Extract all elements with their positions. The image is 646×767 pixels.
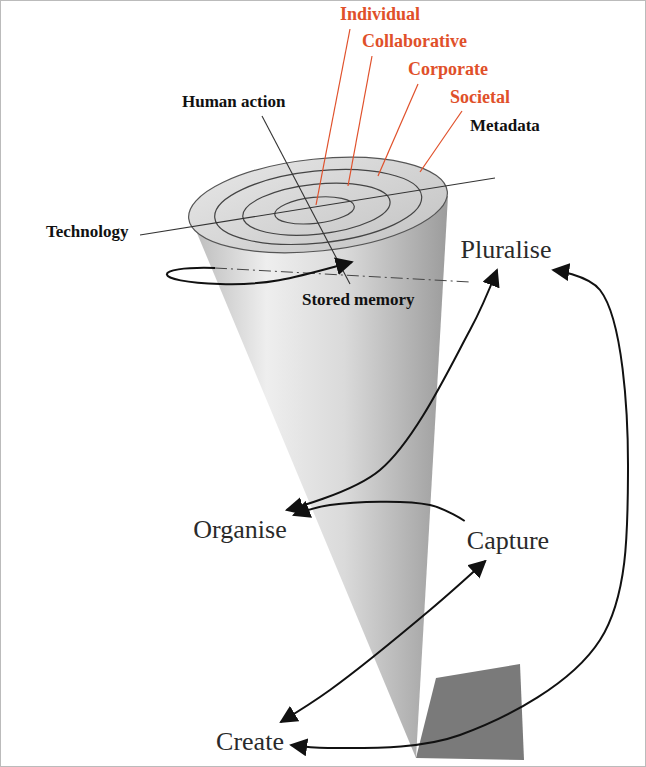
stage-label: Organise: [189, 513, 290, 547]
stage-label: Pluralise: [457, 233, 556, 267]
continuum-dimension: Corporate: [408, 59, 488, 80]
cycle-arrow: [281, 561, 486, 722]
stage-text: Organise: [193, 515, 286, 544]
axis-label: Stored memory: [302, 290, 415, 310]
stage-text: Pluralise: [461, 235, 552, 264]
axis-label: Metadata: [470, 116, 540, 136]
cycle-arrow: [287, 270, 497, 510]
continuum-dimension: Collaborative: [362, 31, 467, 52]
cycle-arrow: [291, 270, 628, 748]
cone-shadow: [416, 664, 524, 760]
axis-label: Human action: [182, 92, 285, 112]
stage-label: Capture: [463, 524, 553, 558]
cone-body: [189, 196, 448, 758]
continuum-dimension: Societal: [450, 87, 510, 108]
cone-rings: [184, 146, 452, 265]
stage-label: Create: [212, 725, 288, 759]
axis-lines: [140, 116, 495, 284]
stage-text: Create: [216, 727, 284, 756]
loop-arrow: [167, 262, 352, 284]
cycle-arrow: [294, 502, 465, 521]
axis-label: Technology: [46, 222, 129, 242]
continuum-dimension: Individual: [340, 4, 420, 25]
stage-text: Capture: [467, 526, 549, 555]
leader-lines: [316, 29, 462, 205]
dash-dot-axis: [215, 268, 470, 282]
